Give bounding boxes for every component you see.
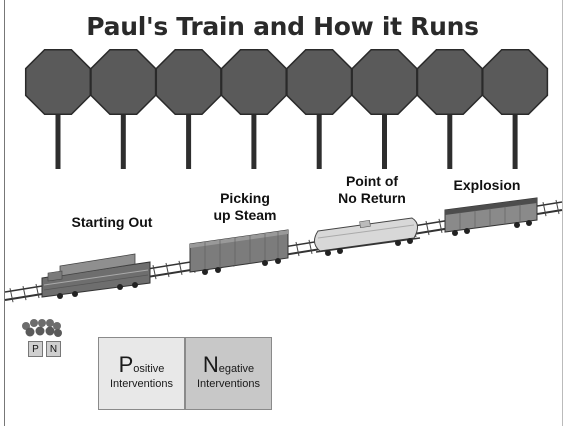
stage-label-line: No Return bbox=[338, 190, 406, 206]
positive-rest: ositive bbox=[133, 363, 164, 375]
positive-interventions-box: Positive Interventions bbox=[98, 337, 185, 410]
stop-sign-icon bbox=[222, 50, 287, 169]
stage-label-point-of-no-return: Point of No Return bbox=[322, 173, 422, 207]
box-car bbox=[190, 230, 288, 275]
people-group-icon bbox=[22, 319, 62, 337]
stop-signs bbox=[26, 50, 548, 169]
negative-rest: egative bbox=[219, 363, 254, 375]
stop-sign-icon bbox=[418, 50, 483, 169]
stage-label-line: Starting Out bbox=[72, 214, 153, 230]
positive-initial: P bbox=[119, 352, 134, 377]
stage-label-line: Picking bbox=[220, 190, 270, 206]
stage-label-starting-out: Starting Out bbox=[52, 214, 172, 231]
stop-sign-icon bbox=[156, 50, 221, 169]
stop-sign-icon bbox=[483, 50, 548, 169]
stage-label-line: Point of bbox=[346, 173, 398, 189]
stop-sign-icon bbox=[352, 50, 417, 169]
legend-n-box: N bbox=[46, 341, 61, 357]
stage-label-picking-up-steam: Picking up Steam bbox=[195, 190, 295, 224]
negative-interventions-box: Negative Interventions bbox=[185, 337, 272, 410]
legend-p-box: P bbox=[28, 341, 43, 357]
stop-sign-icon bbox=[287, 50, 352, 169]
tank-car bbox=[314, 218, 420, 256]
stage-label-line: Explosion bbox=[454, 177, 521, 193]
stage-label-line: up Steam bbox=[213, 207, 276, 223]
negative-initial: N bbox=[203, 352, 219, 377]
stop-sign-icon bbox=[26, 50, 91, 169]
hopper-car bbox=[445, 198, 537, 236]
negative-line2: Interventions bbox=[186, 377, 271, 391]
locomotive bbox=[42, 254, 150, 299]
stop-sign-icon bbox=[91, 50, 156, 169]
positive-line2: Interventions bbox=[99, 377, 184, 391]
stage-label-explosion: Explosion bbox=[437, 177, 537, 194]
